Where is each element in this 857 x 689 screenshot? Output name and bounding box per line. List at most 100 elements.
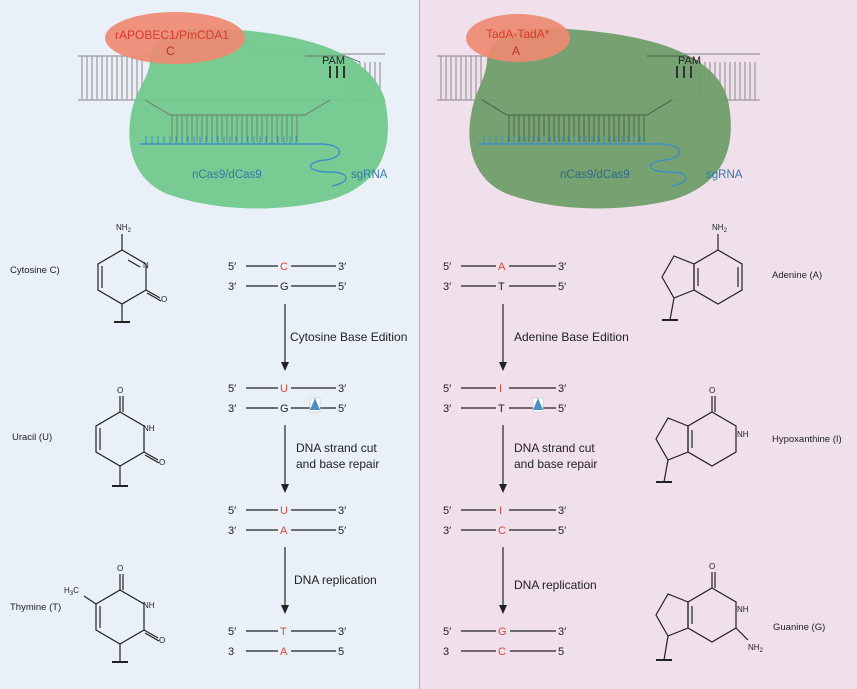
- cytosine-nh2: NH2: [116, 223, 132, 234]
- strand-end-label: 5: [558, 646, 564, 658]
- left-step-4: 5′ T 3′ 3 A 5: [228, 626, 346, 658]
- edited-base: T: [280, 626, 287, 638]
- right-step-4: 5′ G 3′ 3 C 5: [443, 626, 566, 658]
- strand-end-label: 3′: [443, 525, 451, 537]
- strand-end-label: 3: [228, 646, 234, 658]
- cytosine-structure: [97, 234, 162, 323]
- right-step-3: 5′ I 3′ 3′ C 5′: [443, 505, 566, 537]
- guanine-nh: NH: [737, 605, 749, 614]
- guanine-o: O: [709, 562, 715, 571]
- arrow-label: DNA strand cut: [296, 441, 377, 455]
- cas9-protein: [129, 28, 388, 209]
- arrow-label: Adenine Base Edition: [514, 330, 629, 344]
- right-inner-dna: [481, 55, 701, 116]
- strand-end-label: 5′: [558, 525, 566, 537]
- right-arrow-3: DNA replication: [499, 547, 597, 614]
- right-pam-label: PAM: [678, 55, 701, 67]
- adenine-structure: [661, 234, 743, 321]
- strand-end-label: 5′: [228, 383, 236, 395]
- right-arrow-1: Adenine Base Edition: [499, 304, 629, 371]
- edited-base: C: [280, 261, 288, 273]
- strand-end-label: 3′: [228, 281, 236, 293]
- strand-end-label: 5′: [228, 505, 236, 517]
- arrow-label: DNA replication: [294, 573, 377, 587]
- strand-end-label: 3: [443, 646, 449, 658]
- strand-end-label: 3′: [338, 261, 346, 273]
- left-step-2: 5′ U 3′ 3′ G 5′: [228, 383, 346, 415]
- hypoxanthine-nh: NH: [737, 430, 749, 439]
- strand-end-label: 3′: [228, 525, 236, 537]
- arrow-label: and base repair: [296, 457, 379, 471]
- right-pam-marks: [676, 66, 692, 78]
- edited-base: A: [280, 525, 288, 537]
- right-arrow-2: DNA strand cut and base repair: [499, 425, 597, 493]
- cytosine-o: O: [161, 295, 167, 304]
- left-editor-complex: PAM rAPOBEC1/PmCDA1 C nCas9/dCas9 sgRNA: [78, 12, 388, 209]
- edited-base: G: [498, 626, 507, 638]
- cytosine-label: Cytosine C): [10, 265, 60, 276]
- strand-end-label: 3′: [558, 626, 566, 638]
- right-step-1: 5′ A 3′ 3′ T 5′: [443, 261, 566, 293]
- uracil-nh: NH: [143, 424, 155, 433]
- strand-end-label: 5′: [338, 403, 346, 415]
- partner-base: G: [280, 403, 289, 415]
- strand-end-label: 5′: [558, 403, 566, 415]
- adenine-nh2: NH2: [712, 223, 728, 234]
- strand-end-label: 3′: [338, 383, 346, 395]
- arrow-label: and base repair: [514, 457, 597, 471]
- strand-end-label: 3′: [338, 505, 346, 517]
- strand-end-label: 3′: [558, 261, 566, 273]
- edited-base: A: [280, 646, 288, 658]
- right-deaminase-base: A: [512, 44, 520, 58]
- left-sgrna-strand: [140, 143, 347, 187]
- left-step-1: 5′ C 3′ 3′ G 5′: [228, 261, 346, 293]
- right-sgrna-rungs: [483, 136, 641, 144]
- guanine-label: Guanine (G): [773, 622, 825, 633]
- thymine-o-top: O: [117, 564, 123, 573]
- cas9-protein-right: [469, 28, 731, 209]
- strand-end-label: 3′: [228, 403, 236, 415]
- strand-end-label: 3′: [338, 626, 346, 638]
- thymine-methyl: H3C: [64, 586, 79, 597]
- uracil-o-bottom: O: [159, 458, 165, 467]
- edited-base: I: [499, 505, 502, 517]
- left-deaminase-base: C: [166, 44, 175, 58]
- guanine-nh2: NH2: [748, 643, 764, 654]
- strand-end-label: 5′: [443, 626, 451, 638]
- strand-end-label: 3′: [558, 505, 566, 517]
- right-sgrna-strand: [478, 143, 687, 187]
- right-deaminase-label: TadA-TadA*: [486, 27, 550, 41]
- nick-marker: [310, 398, 320, 410]
- guanine-structure: [655, 572, 749, 661]
- cytosine-n: N: [143, 261, 149, 270]
- edited-base: A: [498, 261, 506, 273]
- left-arrow-3: DNA replication: [281, 547, 377, 614]
- left-target-rungs: [171, 115, 298, 142]
- thymine-o-bottom: O: [159, 636, 165, 645]
- arrow-label: Cytosine Base Edition: [290, 330, 407, 344]
- strand-end-label: 5′: [443, 505, 451, 517]
- edited-base: U: [280, 505, 288, 517]
- right-cas9-label: nCas9/dCas9: [560, 169, 630, 181]
- edited-base: I: [499, 383, 502, 395]
- right-editor-complex: PAM TadA-TadA* A nCas9/dCas9 sgRNA: [437, 14, 760, 209]
- uracil-o-top: O: [117, 386, 123, 395]
- left-sgrna-rungs: [145, 136, 297, 144]
- strand-end-label: 5′: [228, 261, 236, 273]
- partner-base: T: [498, 403, 505, 415]
- adenine-label: Adenine (A): [772, 270, 822, 281]
- thymine-label: Thymine (T): [10, 602, 61, 613]
- thymine-structure: [83, 574, 160, 663]
- arrow-label: DNA strand cut: [514, 441, 595, 455]
- edited-base: C: [498, 646, 506, 658]
- strand-end-label: 5′: [443, 261, 451, 273]
- left-arrow-1: Cytosine Base Edition: [281, 304, 407, 371]
- hypoxanthine-label: Hypoxanthine (I): [772, 434, 842, 445]
- strand-end-label: 5′: [338, 281, 346, 293]
- left-sgrna-label: sgRNA: [351, 169, 388, 181]
- left-step-3: 5′ U 3′ 3′ A 5′: [228, 505, 346, 537]
- arrow-label: DNA replication: [514, 578, 597, 592]
- left-pam-label: PAM: [322, 55, 345, 67]
